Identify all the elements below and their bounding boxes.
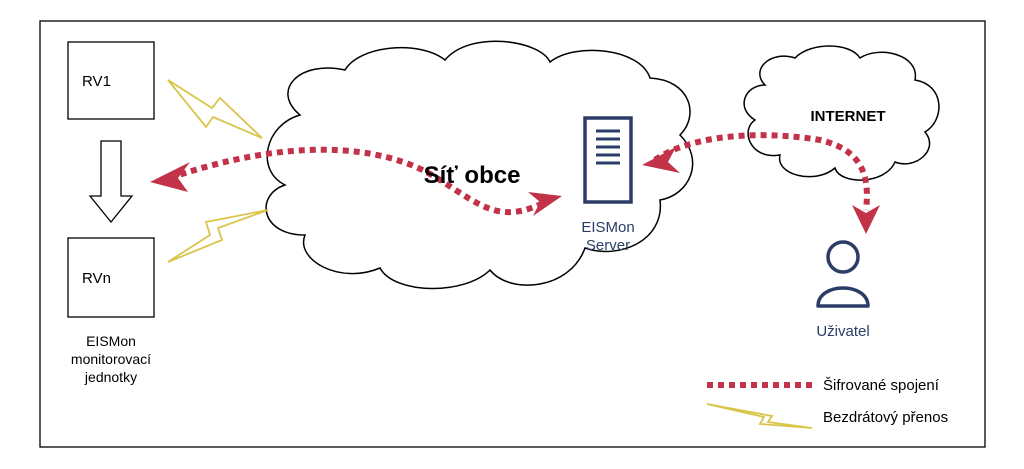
legend-wireless-swatch-icon — [706, 403, 813, 429]
unit-rv1-label: RV1 — [82, 73, 111, 90]
local-network-cloud — [265, 40, 694, 290]
local-network-label: Síť obce — [424, 162, 521, 189]
lightning-icon-bottom — [167, 209, 269, 263]
legend-wireless-label: Bezdrátový přenos — [823, 409, 948, 426]
server-label-line-2: Server — [586, 237, 630, 254]
diagram-frame — [39, 20, 986, 448]
encrypted-arrowhead-left — [150, 162, 190, 192]
user-label: Uživatel — [816, 323, 869, 340]
units-caption-line-3: jednotky — [84, 369, 137, 385]
units-caption-line-1: EISMon — [86, 333, 136, 349]
unit-rvn-label: RVn — [82, 270, 111, 287]
internet-cloud — [743, 45, 940, 181]
down-arrow-icon — [88, 140, 134, 224]
encrypted-arrowhead-server-right — [642, 147, 680, 173]
server-label-line-1: EISMon — [581, 219, 634, 236]
legend-encrypted-label: Šifrované spojení — [823, 377, 940, 394]
internet-label: INTERNET — [811, 108, 886, 125]
encrypted-arrowhead-server-left — [528, 192, 562, 216]
encrypted-link-server-user — [653, 132, 870, 211]
user-icon — [816, 240, 870, 308]
encrypted-arrowhead-user — [852, 205, 880, 234]
units-caption-line-2: monitorovací — [71, 351, 151, 367]
unit-rv1-box — [67, 41, 155, 120]
server-icon — [583, 116, 633, 204]
lightning-icon-top — [167, 79, 263, 139]
unit-rvn-box — [67, 237, 155, 318]
